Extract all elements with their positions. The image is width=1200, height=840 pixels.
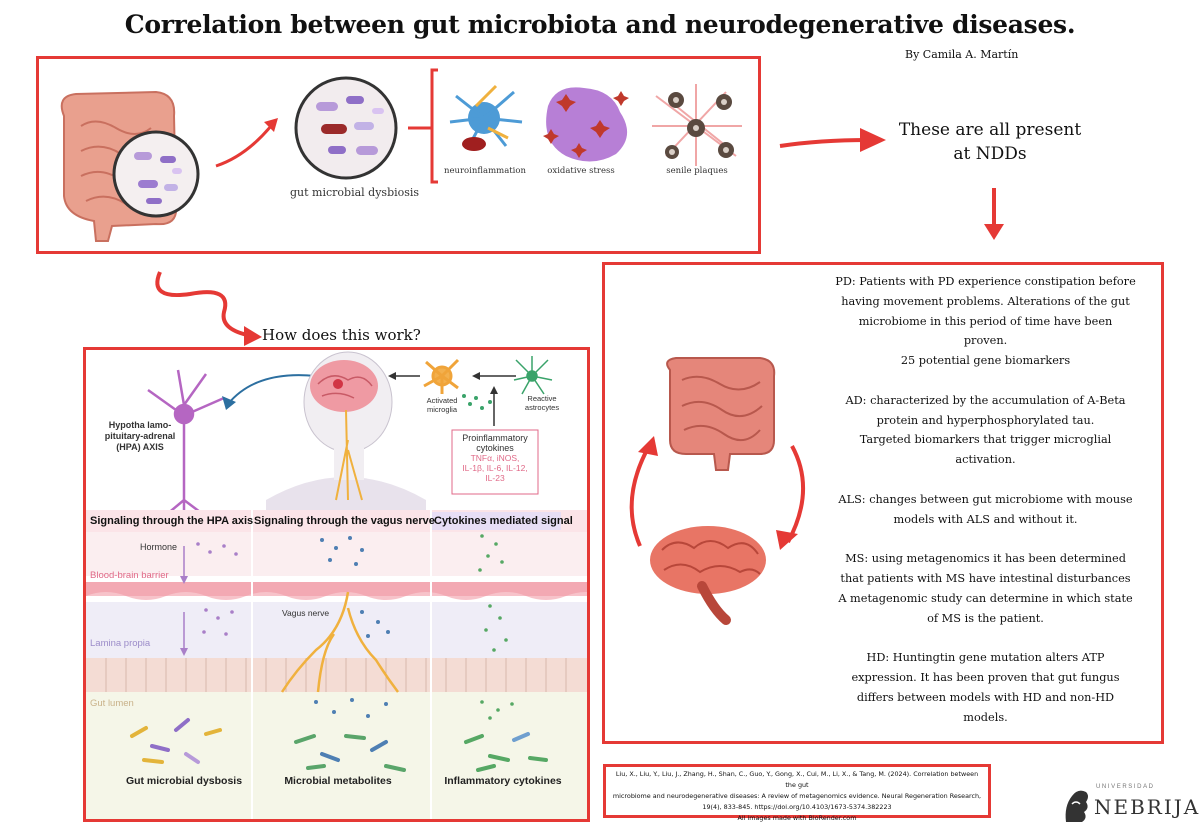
- hd-line-3: differs between models with HD and non-H…: [856, 690, 1115, 704]
- ms-line-2: that patients with MS have intestinal di…: [840, 571, 1131, 585]
- microglia-line-2: microglia: [426, 405, 457, 414]
- hd-line-1: HD: Huntingtin gene mutation alters ATP: [866, 651, 1105, 665]
- effect-label-neuroinflammation: neuroinflammation: [443, 166, 526, 176]
- gut-lumen-label: Gut lumen: [90, 698, 134, 709]
- blood-brain-barrier: [86, 582, 587, 596]
- disease-ad: AD: characterized by the accumulation of…: [818, 391, 1153, 470]
- dysbiosis-circle-icon: [294, 76, 398, 180]
- microglia-line-1: Activated: [426, 396, 458, 405]
- how-question: How does this work?: [262, 326, 421, 344]
- ms-line-4: of MS is the patient.: [927, 611, 1044, 625]
- ms-line-1: MS: using metagenomics it has been deter…: [845, 552, 1126, 566]
- pd-line-4: proven.: [963, 334, 1008, 348]
- pd-line-3: microbiome in this period of time have b…: [858, 314, 1113, 328]
- mechanism-illustration: [86, 351, 587, 819]
- als-line-2: models with ALS and without it.: [893, 512, 1078, 526]
- lamina-label: Lamina propia: [90, 638, 151, 649]
- hd-line-2: expression. It has been proven that gut …: [851, 670, 1120, 684]
- vagus-nerve-label: Vagus nerve: [282, 608, 330, 618]
- microglia-icon: [423, 358, 460, 394]
- citation-line-2: microbiome and neurodegenerative disease…: [612, 792, 982, 800]
- hpa-label-line-2: pituitary-adrenal: [104, 431, 176, 441]
- ad-line-3: Targeted biomarkers that trigger microgl…: [859, 433, 1112, 447]
- bottom-label-metabolites: Microbial metabolites: [284, 775, 392, 787]
- hpa-axis-label: Hypotha lamo- pituitary-adrenal (HPA) AX…: [96, 420, 184, 453]
- reactive-astrocytes-label: Reactive astrocytes: [514, 394, 570, 412]
- head-to-hpa-arrow: [227, 374, 317, 405]
- cytokine-item-3: IL-23: [485, 473, 505, 483]
- author: By Camila A. Martín: [905, 48, 1019, 61]
- astrocytes-line-1: Reactive: [527, 394, 557, 403]
- poster-title: Correlation between gut microbiota and n…: [124, 10, 1076, 39]
- bacteria-magnifier-icon: [112, 130, 200, 218]
- als-line-1: ALS: changes between gut microbiome with…: [838, 492, 1133, 506]
- bottom-label-dysbosis: Gut microbial dysbosis: [125, 775, 243, 787]
- pd-line-5: 25 potential gene biomarkers: [900, 354, 1071, 368]
- disease-pd: PD: Patients with PD experience constipa…: [818, 272, 1153, 371]
- hpa-neuron-icon: [147, 369, 225, 520]
- astrocytes-line-2: astrocytes: [524, 403, 560, 412]
- pd-line-2: having movement problems. Alterations of…: [841, 294, 1130, 308]
- bracket: [408, 68, 438, 184]
- pd-line-1: PD: Patients with PD experience constipa…: [835, 275, 1136, 288]
- arrow-to-how: [155, 271, 253, 338]
- arrow-to-dysbiosis: [215, 125, 273, 168]
- diseases-panel: [602, 262, 1164, 744]
- bottom-label-cytokines: Inflammatory cytokines: [444, 775, 562, 787]
- astrocyte-icon: [513, 356, 553, 395]
- neuroinflammation-icon: [449, 84, 523, 151]
- logo-name-text: NEBRIJA: [1094, 795, 1200, 819]
- cytokines-title-1: Proinflammatory: [462, 433, 528, 443]
- cytokine-box: [451, 429, 539, 495]
- disease-descriptions: PD: Patients with PD experience constipa…: [818, 272, 1153, 727]
- gut-epithelium: [86, 658, 587, 692]
- oxidative-stress-icon: [543, 87, 629, 162]
- present-line-2: at NDDs: [953, 144, 1027, 164]
- present-line-1: These are all present: [898, 120, 1082, 140]
- ad-line-1: AD: characterized by the accumulation of…: [845, 393, 1126, 407]
- effect-label-oxidative: oxidative stress: [547, 166, 615, 176]
- ad-line-4: activation.: [955, 453, 1016, 467]
- ms-line-3: A metagenomic study can determine in whi…: [838, 591, 1133, 605]
- citation-line-1: Liu, X., Liu, Y., Liu, J., Zhang, H., Sh…: [615, 770, 979, 789]
- arrow-to-present: [779, 138, 869, 148]
- human-head-icon: [266, 351, 426, 512]
- citation-box: Liu, X., Liu, Y., Liu, J., Zhang, H., Sh…: [603, 764, 991, 822]
- hpa-label-line-1: Hypotha lamo-: [108, 420, 172, 430]
- gut-icon: [666, 357, 776, 471]
- cytokine-item-2: IL-1β, IL-6, IL-12,: [462, 463, 528, 473]
- activated-microglia-label: Activated microglia: [414, 396, 470, 414]
- cytokine-item-1: TNFα, iNOS,: [470, 453, 520, 463]
- citation-line-3[interactable]: 19(4), 833-845. https://doi.org/10.4103/…: [702, 803, 892, 811]
- band-title-cytokines: Cytokines mediated signal: [434, 515, 573, 527]
- dysbiosis-label: gut microbial dysbiosis: [290, 186, 420, 199]
- band-title-vagus: Signaling through the vagus nerve: [254, 515, 435, 527]
- brain-icon: [650, 526, 766, 625]
- nebrija-logo-icon: [1065, 790, 1088, 822]
- hpa-label-line-3: (HPA) AXIS: [116, 442, 164, 452]
- disease-als: ALS: changes between gut microbiome with…: [818, 490, 1153, 530]
- bbb-label: Blood-brain barrier: [90, 570, 169, 581]
- disease-hd: HD: Huntingtin gene mutation alters ATP …: [818, 648, 1153, 727]
- senile-plaques-icon: [652, 84, 742, 166]
- citation-line-4: All images made with BioRender.com: [737, 814, 857, 822]
- logo-university-text: UNIVERSIDAD: [1096, 784, 1155, 790]
- cytokines-box-text: Proinflammatory cytokines TNFα, iNOS, IL…: [452, 433, 538, 483]
- vagus-nerve: [280, 591, 400, 693]
- cytokines-title-2: cytokines: [476, 443, 514, 453]
- hormone-label: Hormone: [140, 542, 178, 552]
- band-title-hpa: Signaling through the HPA axis: [90, 515, 254, 527]
- gut-brain-cycle-illustration: [629, 357, 806, 625]
- disease-ms: MS: using metagenomics it has been deter…: [818, 549, 1153, 628]
- hd-line-4: models.: [963, 710, 1008, 724]
- dysbiosis-illustration: [60, 68, 742, 242]
- effect-label-plaques: senile plaques: [666, 166, 728, 176]
- ad-line-2: protein and hyperphosphorylated tau.: [876, 413, 1095, 427]
- present-text: These are all present at NDDs: [880, 118, 1100, 166]
- cycle-arrow-right: [786, 445, 806, 543]
- cycle-arrow-left: [629, 447, 650, 547]
